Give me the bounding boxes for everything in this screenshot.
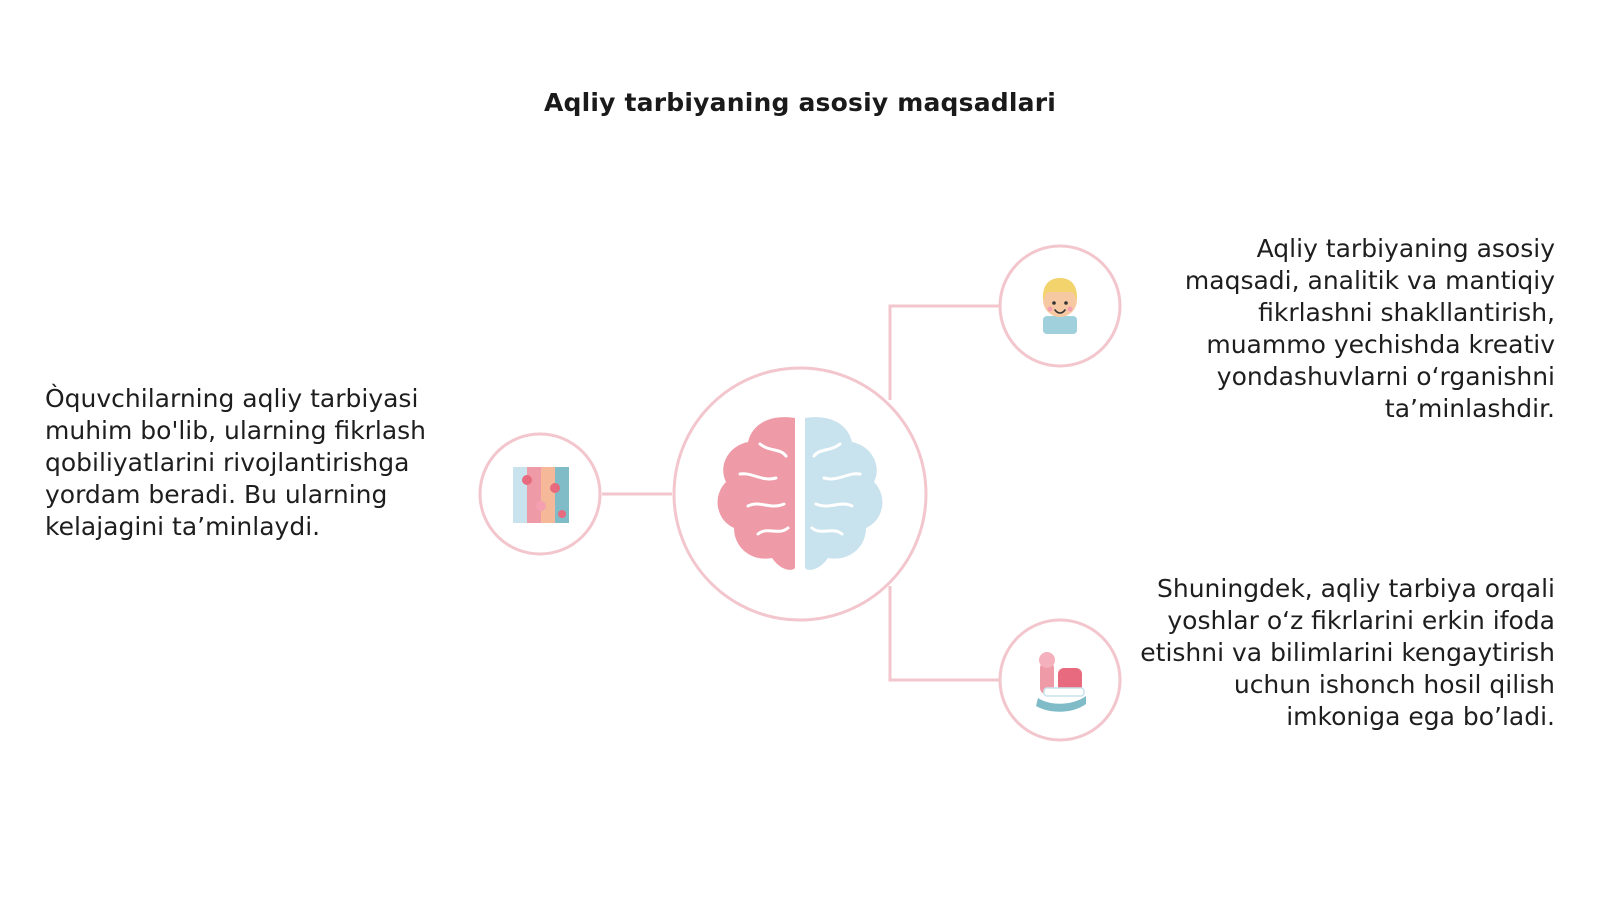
- left-description: Òquvchilarning aqliy tarbiyasi muhim bo'…: [45, 384, 427, 541]
- right-bottom-description: Shuningdek, aqliy tarbiya orqali yoshlar…: [1140, 574, 1555, 731]
- right-top-node: [998, 244, 1122, 368]
- left-node: [478, 432, 602, 556]
- puzzle-icon: [513, 467, 569, 523]
- child-face-icon: [1042, 278, 1078, 334]
- brain-icon: [717, 417, 883, 570]
- page-title: Aqliy tarbiyaning asosiy maqsadlari: [543, 88, 1057, 117]
- connector-right-bottom: [888, 586, 1000, 682]
- connector-right-top: [888, 304, 1000, 400]
- connector-lines: [602, 304, 1000, 682]
- right-bottom-node: [998, 618, 1122, 742]
- rocking-horse-icon: [1036, 652, 1086, 712]
- center-node: [672, 366, 928, 622]
- right-top-description: Aqliy tarbiyaning asosiy maqsadi, analit…: [1184, 234, 1555, 423]
